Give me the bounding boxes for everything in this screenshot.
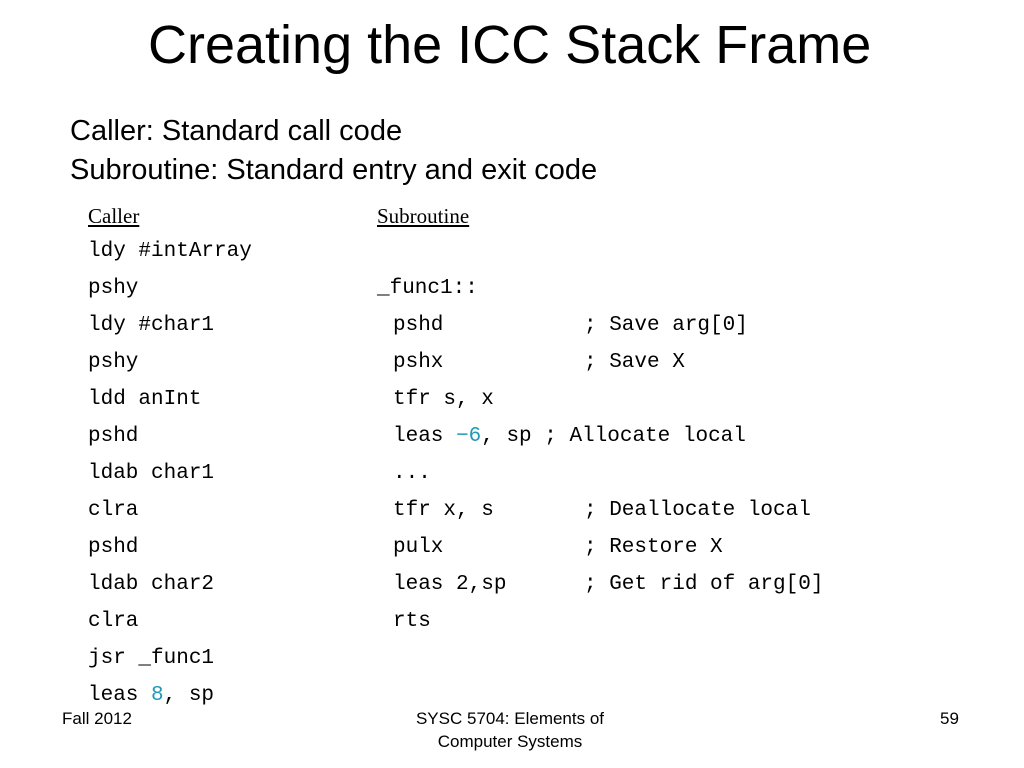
subroutine-instruction: pulx	[393, 536, 444, 559]
code-token: leas	[88, 684, 152, 707]
subroutine-column-header: Subroutine	[377, 204, 470, 228]
subroutine-instruction: tfr s, x	[393, 388, 494, 411]
subroutine-instruction-leas: leas −6, sp ; Allocate local	[393, 418, 746, 455]
caller-code-line: pshd	[88, 536, 139, 559]
footer-date: Fall 2012	[62, 709, 132, 728]
footer-course-line: SYSC 5704: Elements of	[415, 709, 605, 728]
caller-code-line: ldy #intArray	[88, 240, 252, 263]
caller-code-line: clra	[88, 499, 139, 522]
caller-code-line: pshd	[88, 425, 139, 448]
caller-code-line: ldd anInt	[88, 388, 202, 411]
page-number: 59	[940, 709, 959, 728]
caller-code-line: ldy #char1	[88, 314, 215, 337]
footer-course: SYSC 5704: Elements of Computer Systems	[340, 707, 680, 753]
subroutine-comment: ; Get rid of arg[0]	[584, 573, 824, 596]
subtitle-line: Subroutine: Standard entry and exit code	[70, 154, 598, 186]
footer-course-line: Computer Systems	[437, 732, 583, 751]
numeric-literal: −6	[456, 425, 482, 448]
subroutine-comment: ; Restore X	[584, 536, 723, 559]
caller-code-line: ldab char1	[88, 462, 215, 485]
code-token: , sp	[163, 684, 215, 707]
code-token: , sp ; Allocate local	[481, 425, 746, 448]
subroutine-comment: ; Save arg[0]	[584, 314, 748, 337]
slide-subtitle: Caller: Standard call code Subroutine: S…	[70, 112, 597, 190]
subroutine-comment: ; Save X	[584, 351, 685, 374]
caller-code-line: ldab char2	[88, 573, 215, 596]
caller-column-header: Caller	[88, 204, 140, 228]
subroutine-instruction: pshx	[393, 351, 444, 374]
subtitle-line: Caller: Standard call code	[70, 115, 403, 147]
caller-code-line: jsr _func1	[88, 647, 215, 670]
subroutine-label: _func1::	[377, 277, 478, 300]
caller-code-line: clra	[88, 610, 139, 633]
caller-code-line-leas: leas 8, sp	[88, 677, 214, 714]
code-token: leas	[393, 425, 457, 448]
subroutine-instruction: pshd	[393, 314, 444, 337]
subroutine-instruction: leas 2,sp	[393, 573, 507, 596]
subroutine-instruction: tfr x, s	[393, 499, 494, 522]
numeric-literal: 8	[151, 684, 164, 707]
subroutine-instruction: ...	[393, 462, 431, 485]
subroutine-instruction: rts	[393, 610, 431, 633]
subroutine-comment: ; Deallocate local	[584, 499, 811, 522]
caller-code-line: pshy	[88, 351, 139, 374]
slide-title: Creating the ICC Stack Frame	[148, 15, 872, 75]
caller-code-line: pshy	[88, 277, 139, 300]
